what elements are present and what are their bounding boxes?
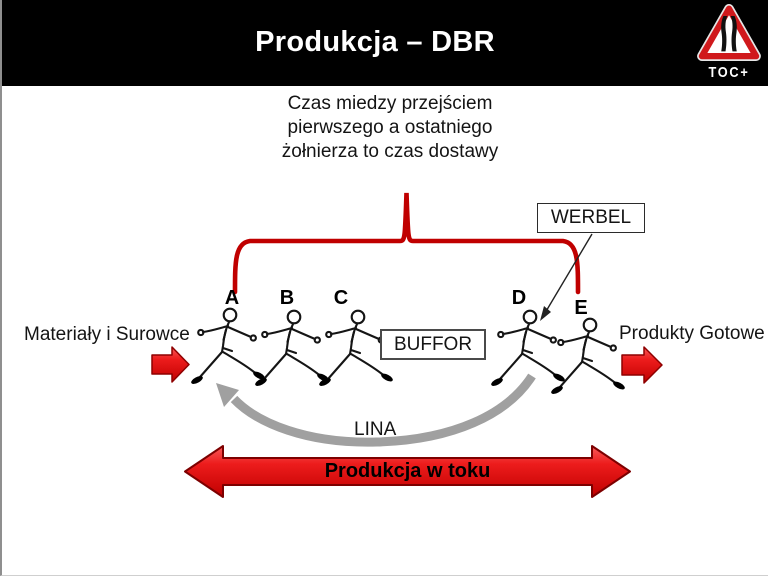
soldier-figure-a [188,307,268,387]
wip-arrow-label: Produkcja w toku [324,460,491,482]
output-arrow [621,346,663,384]
station-label-d: D [511,287,527,309]
note-line-3: żołnierza to czas dostawy [281,141,499,162]
rope-arrow [216,373,536,447]
buffor-label: BUFFOR [393,333,473,355]
header-bar: Produkcja – DBR TOC+ [2,0,768,86]
input-arrow [151,346,190,383]
station-label-a: A [224,287,240,309]
note-line-1: Czas miedzy przejściem [287,93,493,114]
station-label-c: C [333,287,349,309]
logo-brand-text: TOC+ [708,64,750,81]
input-label: Materiały i Surowce [24,324,190,345]
road-narrows-warning-icon [696,3,762,65]
soldier-figure-e [548,317,628,397]
wip-double-arrow [184,445,631,498]
delivery-time-note: Czas miedzy przejściem pierwszego a osta… [10,92,768,164]
werbel-pointer-arrow [540,233,593,321]
lina-label: LINA [354,419,397,440]
station-label-e: E [574,297,588,319]
soldier-figure-b [252,309,332,389]
note-line-2: pierwszego a ostatniego [287,117,493,138]
station-label-b: B [279,287,295,309]
werbel-label: WERBEL [550,207,632,228]
toc-logo: TOC+ [693,3,765,81]
page-title: Produkcja – DBR [255,26,495,58]
buffor-label-box: BUFFOR [380,329,486,360]
delivery-span-brace [232,192,581,295]
werbel-label-box: WERBEL [537,203,645,233]
output-label: Produkty Gotowe [619,323,765,344]
